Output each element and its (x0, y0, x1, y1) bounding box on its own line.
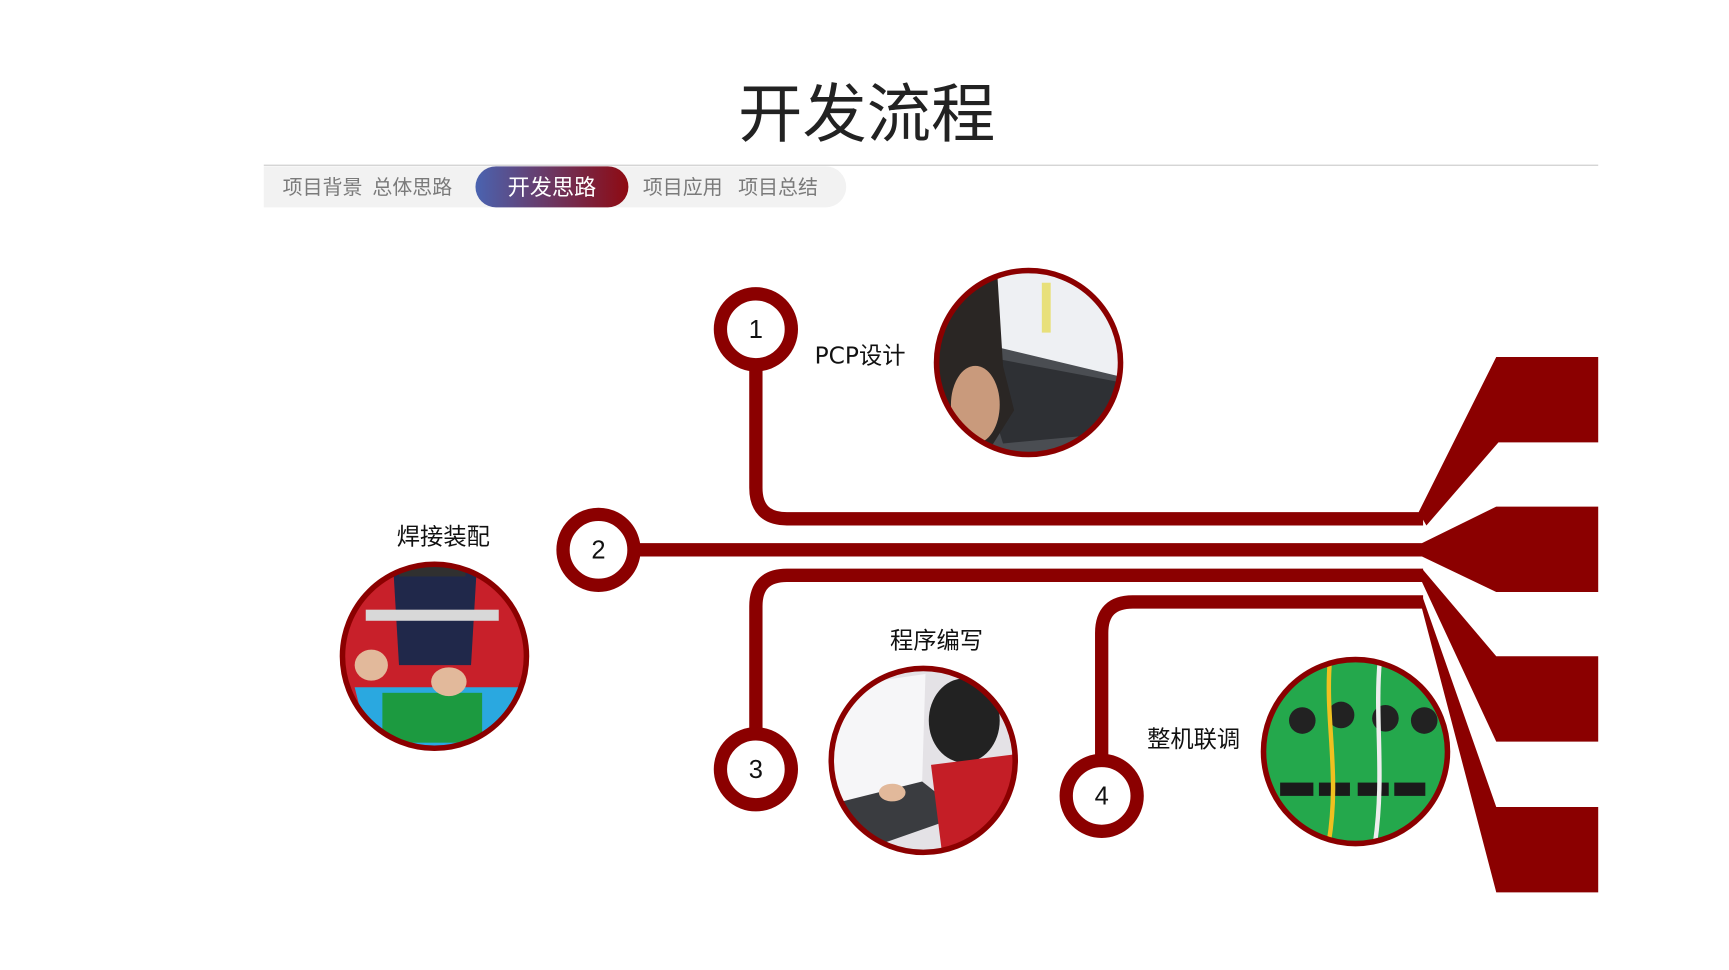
step-number: 2 (591, 537, 605, 565)
nav-item-project-application[interactable]: 项目应用 (643, 175, 723, 199)
photo-pcb-design (933, 267, 1124, 458)
right-banners (1418, 356, 1599, 893)
nav-item-project-summary[interactable]: 项目总结 (738, 175, 818, 199)
flow-lines (633, 365, 1424, 759)
banner-2 (1421, 506, 1599, 592)
step-node-1: 1 (713, 287, 798, 372)
flow-line-4 (1095, 595, 1424, 759)
section-nav: 项目背景 总体思路 开发思路 项目应用 项目总结 (263, 166, 847, 208)
step-label-2: 焊接装配 (397, 523, 490, 550)
step-label-4: 整机联调 (1147, 726, 1240, 753)
step-label-1: PCP设计 (815, 343, 906, 370)
nav-item-development-approach[interactable]: 开发思路 (475, 166, 629, 208)
flow-line-3 (749, 568, 1424, 732)
banner-1 (1418, 356, 1599, 526)
photo-programming (828, 665, 1019, 856)
step-number: 1 (749, 316, 763, 344)
step-label-3: 程序编写 (890, 627, 983, 654)
photo-system-debugging (1260, 656, 1451, 847)
nav-item-project-background[interactable]: 项目背景 (283, 175, 363, 199)
step-number: 4 (1095, 783, 1109, 811)
nav-active-pill (475, 166, 629, 208)
slide-title: 开发流程 (738, 77, 995, 152)
nav-active-label: 开发思路 (508, 175, 597, 201)
flow-line-1 (749, 365, 1424, 526)
banner-4 (1421, 595, 1599, 893)
nav-item-overall-approach[interactable]: 总体思路 (372, 175, 452, 199)
step-node-3: 3 (713, 727, 798, 812)
step-number: 3 (749, 756, 763, 784)
banner-3 (1421, 568, 1599, 742)
photo-soldering (339, 561, 530, 751)
step-node-4: 4 (1059, 753, 1144, 839)
step-node-2: 2 (556, 507, 641, 592)
